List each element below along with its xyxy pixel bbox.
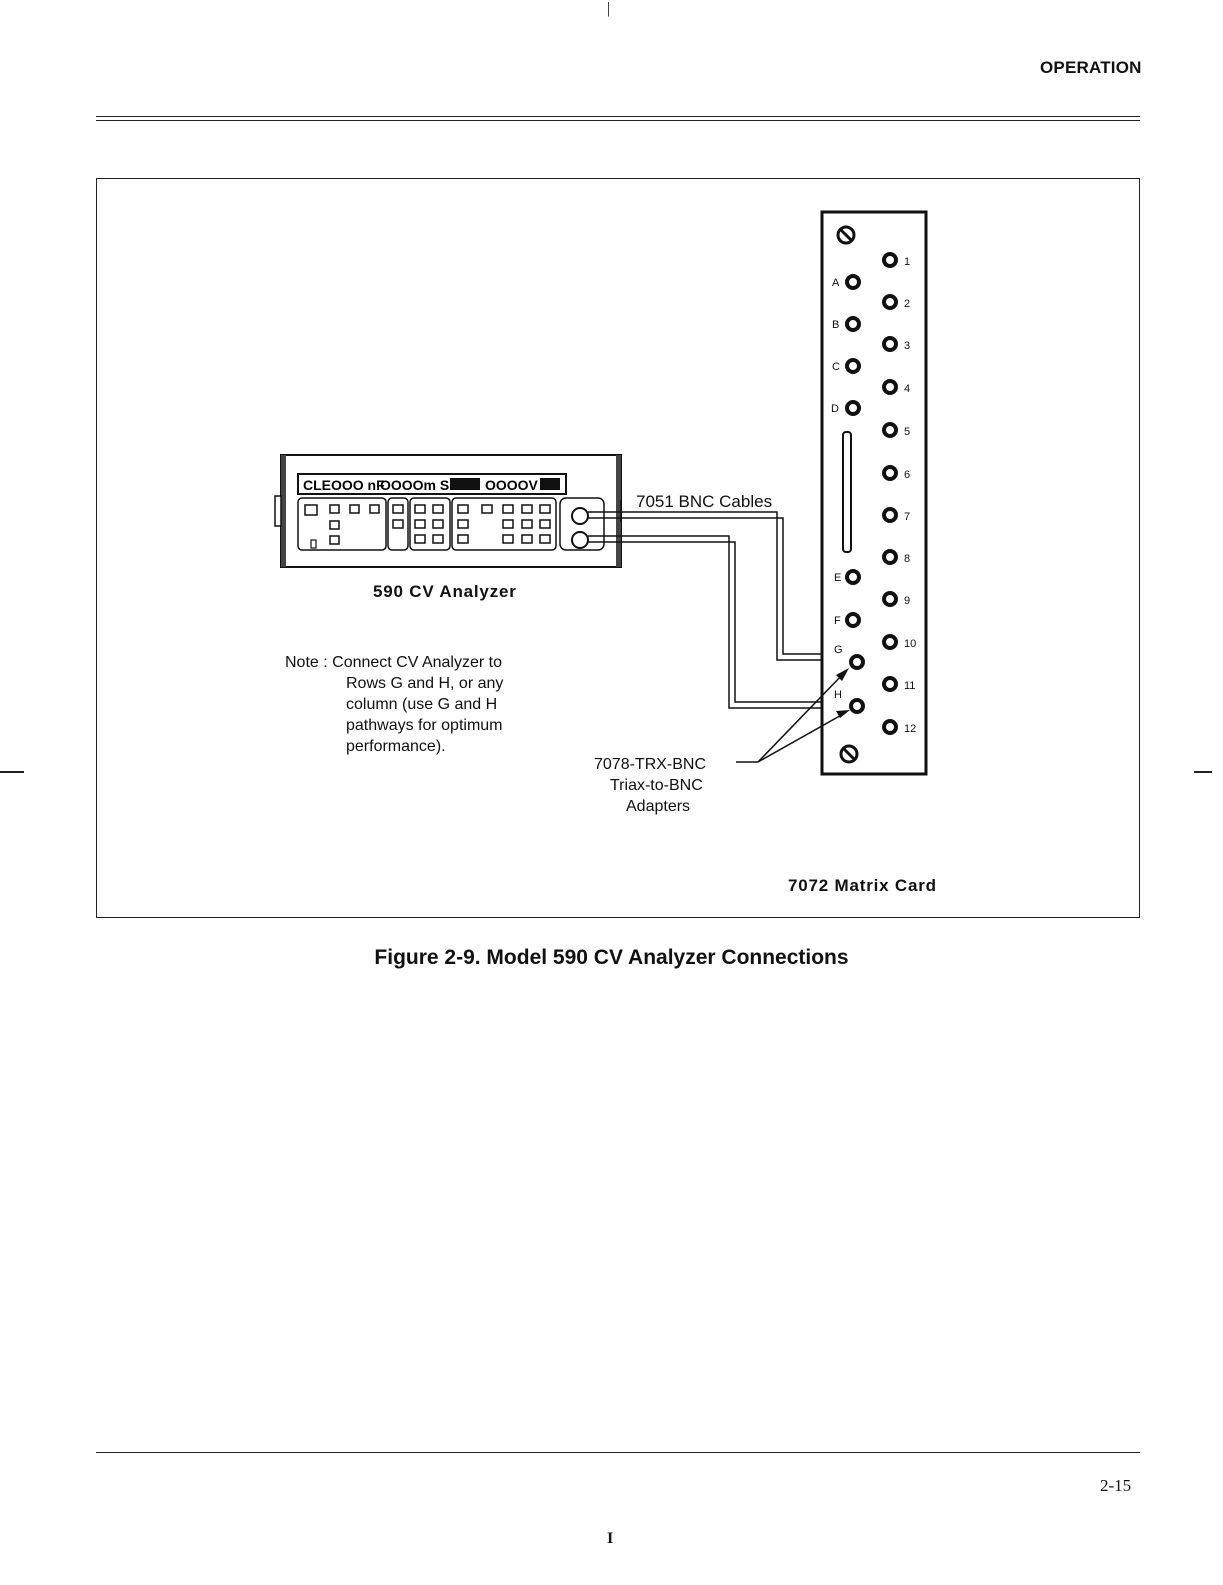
col-label-6: 6 [904, 469, 910, 481]
note-line-1: Note : Connect CV Analyzer to [285, 654, 502, 671]
note-line-5: performance). [346, 738, 446, 755]
col-label-2: 2 [904, 298, 910, 310]
col-label-7: 7 [904, 511, 910, 523]
cv-analyzer-instrument: CLEOOO nF OOOOm S OOOOV [274, 454, 622, 568]
adapter-callout-arrows [736, 671, 846, 763]
margin-mark-left [0, 771, 24, 773]
header-rule-top [96, 116, 1140, 117]
row-label-b: B [832, 319, 839, 331]
note-line-3: column (use G and H [346, 696, 498, 713]
row-label-c: C [832, 361, 840, 373]
instrument-label: 590 CV Analyzer [373, 582, 517, 601]
card-label: 7072 Matrix Card [788, 876, 937, 895]
col-label-11: 11 [904, 680, 915, 692]
display-readout-1: CLEOOO nF [303, 477, 385, 493]
adapter-label-line-3: Adapters [626, 798, 691, 815]
col-label-3: 3 [904, 340, 910, 352]
row-label-a: A [832, 277, 840, 289]
col-label-1: 1 [904, 256, 910, 268]
row-label-d: D [831, 403, 839, 415]
row-label-g: G [834, 644, 843, 656]
note-line-2: Rows G and H, or any [346, 675, 504, 692]
col-label-8: 8 [904, 553, 910, 565]
figure-frame [96, 178, 1140, 918]
col-label-4: 4 [904, 383, 910, 395]
cables-label: 7051 BNC Cables [636, 492, 773, 511]
col-label-9: 9 [904, 595, 910, 607]
display-readout-3: OOOOV [485, 477, 539, 493]
margin-mark-right [1194, 771, 1212, 773]
row-label-f: F [834, 615, 841, 627]
section-title: OPERATION [1040, 58, 1142, 77]
note-line-4: pathways for optimum [346, 717, 503, 734]
figure-caption: Figure 2-9. Model 590 CV Analyzer Connec… [374, 946, 849, 969]
footer-rule [96, 1452, 1140, 1453]
page-number: 2-15 [1100, 1476, 1132, 1495]
display-readout-2: OOOOm S [380, 477, 449, 493]
col-label-10: 10 [904, 638, 916, 650]
row-label-h: H [834, 689, 842, 701]
adapter-label-line-2: Triax-to-BNC [610, 777, 703, 794]
bnc-cables [588, 500, 850, 709]
col-label-12: 12 [904, 723, 916, 735]
header-rule-bottom [96, 120, 1140, 121]
adapter-arrowheads [836, 668, 850, 718]
scan-mark-bottom: I [607, 1530, 614, 1547]
matrix-card: A B C D E F G H 1 2 3 4 5 6 7 8 9 10 11 … [820, 210, 928, 776]
adapter-label-line-1: 7078-TRX-BNC [594, 756, 707, 773]
scan-mark-top: | [607, 0, 611, 17]
col-label-5: 5 [904, 426, 910, 438]
row-label-e: E [834, 572, 841, 584]
